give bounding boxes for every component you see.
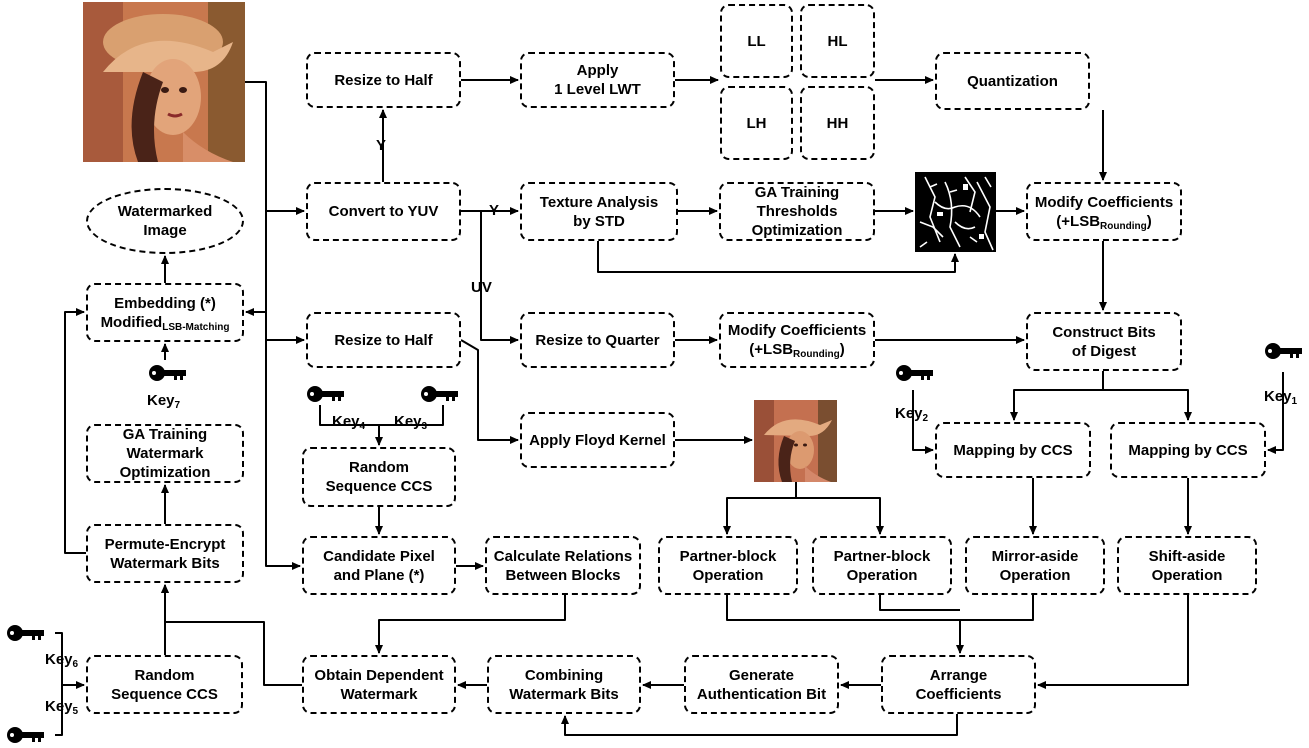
- edge-yuv-uv-branch: [480, 211, 519, 344]
- resize-quarter-box: Resize to Quarter: [520, 312, 675, 368]
- mapping-ccs-right-box: Mapping by CCS: [1110, 422, 1266, 478]
- quantization-box: Quantization: [935, 52, 1090, 110]
- uv-channel-label: UV: [471, 279, 492, 296]
- key1-label: Key1: [1264, 388, 1298, 407]
- edge-permute-to-embedding: [64, 308, 86, 554]
- ll-subband-box: LL: [720, 4, 793, 78]
- edge-calc-to-obtain: [375, 595, 566, 654]
- key6-icon: [7, 625, 44, 641]
- edge-halftone-split: [723, 482, 797, 535]
- edge-texture-loop: [597, 241, 959, 273]
- key1-icon: [1265, 343, 1302, 359]
- apply-floyd-box: Apply Floyd Kernel: [520, 412, 675, 468]
- hl-subband-box: HL: [800, 4, 875, 78]
- embedding-box: Embedding (*)ModifiedLSB-Matching: [86, 283, 244, 342]
- edge-keys-to-random-top: [319, 405, 444, 426]
- key4-label: Key4: [332, 413, 366, 432]
- mapping-ccs-left-box: Mapping by CCS: [935, 422, 1091, 478]
- edge-arrange-loop: [561, 714, 958, 736]
- halftone-image-photo: [754, 400, 837, 482]
- resize-half-mid-box: Resize to Half: [306, 312, 461, 368]
- modify-coefficients-mid-box: Modify Coefficients(+LSBRounding): [719, 312, 875, 368]
- edge-partner2-merge: [879, 595, 960, 611]
- convert-yuv-box: Convert to YUV: [306, 182, 461, 241]
- y-channel-label-right: Y: [489, 202, 500, 219]
- key7-icon: [149, 365, 186, 381]
- edge-image-trunk: [245, 81, 301, 570]
- key5-icon: [7, 727, 44, 743]
- key2-label: Key2: [895, 405, 929, 424]
- edge-mirror-merge: [960, 595, 1034, 621]
- key4-icon: [307, 386, 344, 402]
- key6-label: Key6: [45, 651, 79, 670]
- key2-icon: [896, 365, 933, 381]
- hh-subband-box: HH: [800, 86, 875, 160]
- edge-resize-mid-to-floyd: [460, 339, 519, 444]
- edge-partner1-merge: [726, 595, 964, 654]
- key7-label: Key7: [147, 392, 181, 411]
- key3-label: Key3: [394, 413, 428, 432]
- host-image-photo: [83, 2, 245, 162]
- edge-construct-split: [1010, 371, 1104, 421]
- edge-halftone-split-right: [796, 497, 884, 535]
- key3-icon: [421, 386, 458, 402]
- edge-key-bracket: [55, 632, 63, 736]
- y-channel-label-up: Y: [376, 137, 387, 154]
- resize-half-top-box: Resize to Half: [306, 52, 461, 108]
- edge-key1-to-mapping: [1267, 372, 1284, 454]
- edge-key2-to-mapping: [912, 390, 934, 454]
- edge-shift-to-arrange: [1037, 595, 1189, 689]
- lh-subband-box: LH: [720, 86, 793, 160]
- edge-construct-split-right: [1103, 389, 1192, 421]
- key5-label: Key5: [45, 698, 79, 717]
- modify-coefficients-top-box: Modify Coefficients(+LSBRounding): [1026, 182, 1182, 241]
- texture-map-image: [915, 172, 996, 252]
